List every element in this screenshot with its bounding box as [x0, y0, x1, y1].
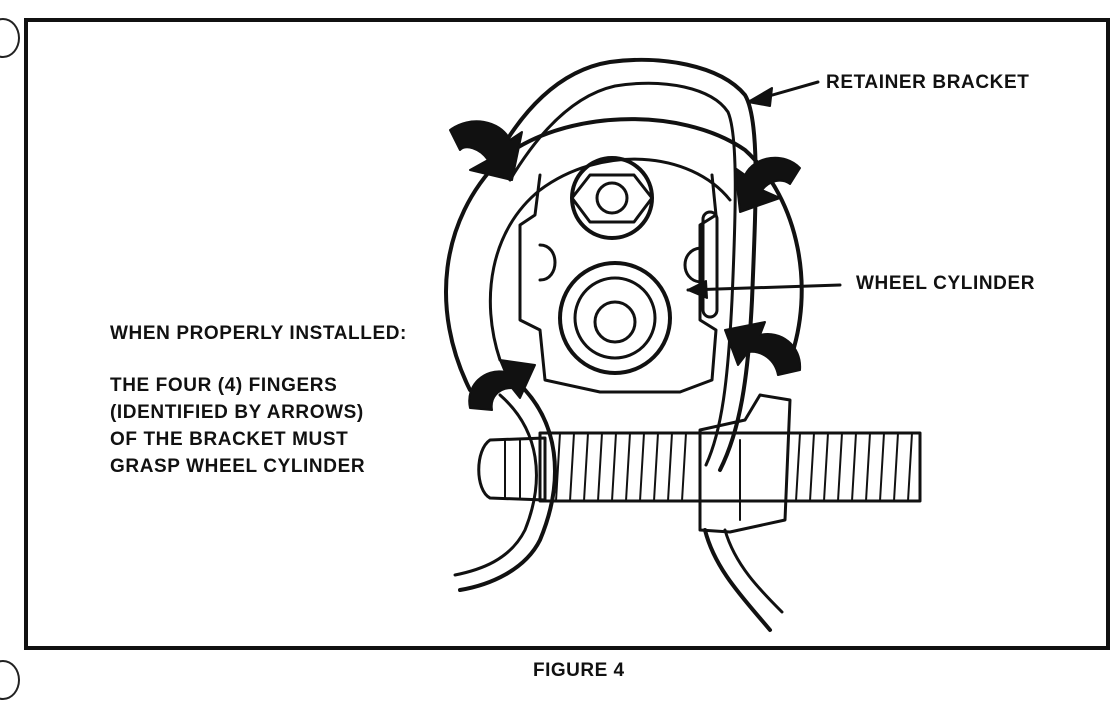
rod-threads: [555, 432, 913, 502]
label-installed-heading: WHEN PROPERLY INSTALLED:: [110, 323, 407, 344]
bleeder-nut: [570, 156, 654, 240]
note-line: OF THE BRACKET MUST: [110, 429, 349, 450]
fitting-mid: [573, 276, 657, 360]
finger-arrow-top-left: [449, 120, 523, 181]
note-line: THE FOUR (4) FINGERS: [110, 375, 338, 396]
backing-plate-inner: [488, 157, 732, 362]
bleeder-center: [595, 181, 629, 215]
rod-end-nut: [477, 436, 547, 502]
backing-plate: [444, 117, 804, 392]
label-retainer-bracket: RETAINER BRACKET: [826, 72, 1030, 93]
finger-arrow-top-right: [734, 156, 801, 213]
retainer-bracket-outline: [488, 57, 758, 472]
brake-hose-left-inner: [453, 393, 538, 577]
bracket-slot: [701, 210, 719, 319]
brake-hose-right-inner: [723, 528, 784, 614]
brake-hose-left: [458, 378, 557, 592]
fitting-outer: [558, 261, 672, 375]
note-line: (IDENTIFIED BY ARROWS): [110, 402, 364, 423]
cylinder-tab-left: [538, 243, 557, 282]
bleeder-hex: [570, 173, 654, 224]
retainer-bracket-inner: [508, 81, 737, 467]
leader-wheel-arrowhead: [687, 280, 708, 299]
wheel-cylinder-body: [518, 173, 718, 394]
fitting-hole: [593, 300, 637, 344]
cylinder-tab-right: [683, 246, 702, 284]
finger-arrow-bottom-right: [724, 321, 802, 376]
leader-retainer-arrowhead: [747, 87, 773, 107]
figure-caption: FIGURE 4: [533, 660, 625, 681]
figure-frame: [24, 18, 1110, 650]
threaded-rod: [538, 431, 922, 503]
label-wheel-cylinder: WHEEL CYLINDER: [856, 273, 1036, 294]
clamp-block: [698, 393, 792, 534]
finger-arrow-bottom-left: [468, 359, 536, 411]
brake-hose-right: [703, 528, 772, 632]
note-line: GRASP WHEEL CYLINDER: [110, 456, 366, 477]
leader-wheel-cylinder: [686, 283, 842, 292]
installation-note: THE FOUR (4) FINGERS (IDENTIFIED BY ARRO…: [110, 372, 365, 480]
